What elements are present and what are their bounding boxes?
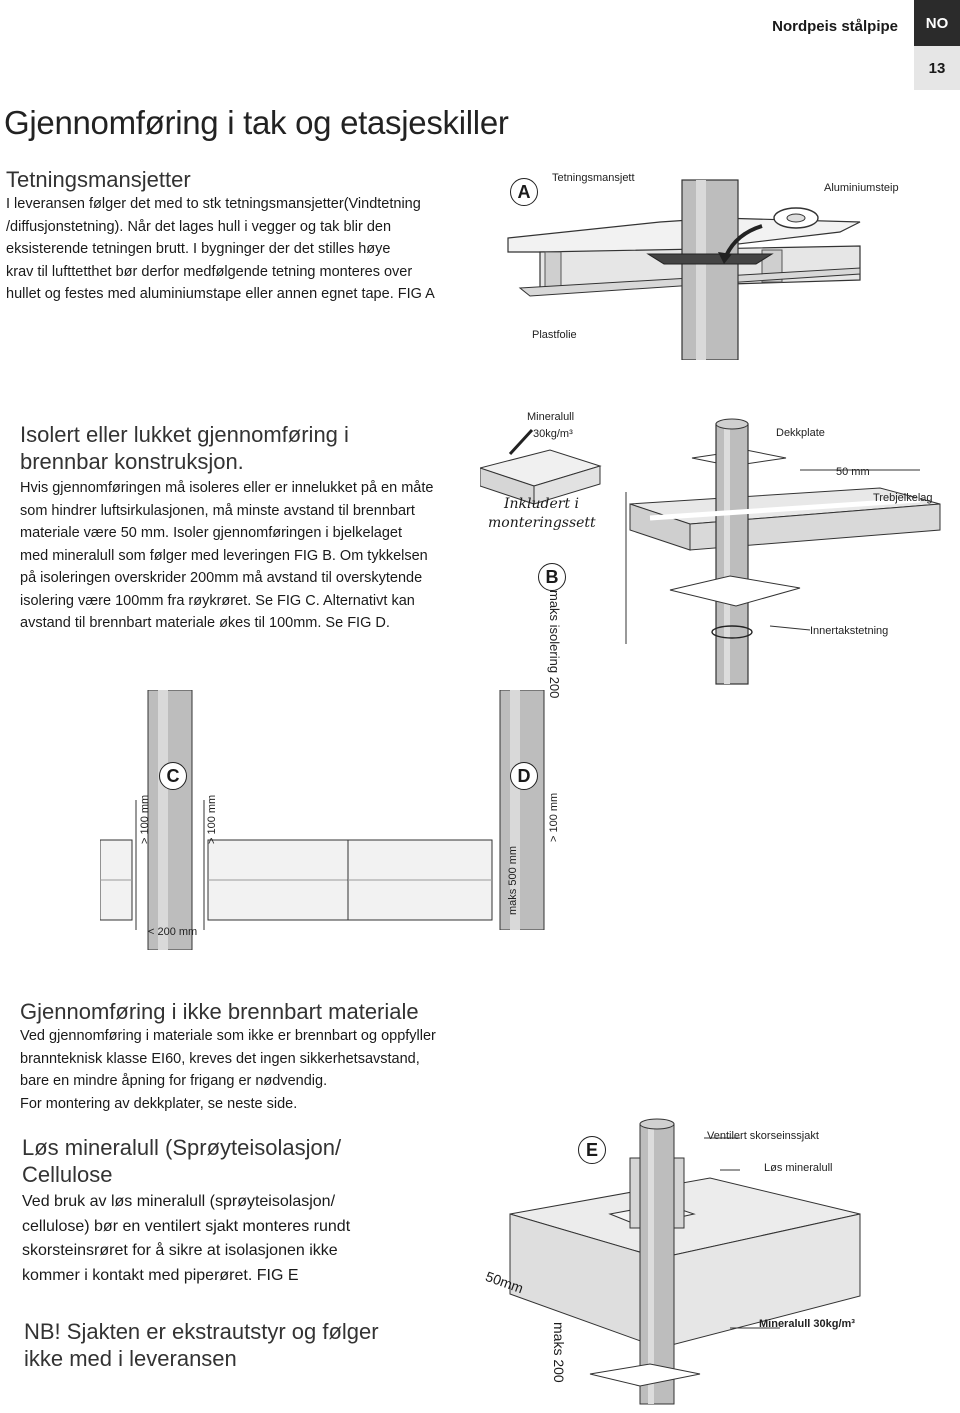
- figure-letter-c: C: [159, 762, 187, 790]
- label-mineralull: Mineralull: [527, 411, 575, 423]
- label-bottom-gap: < 200 mm: [148, 926, 198, 938]
- heading-line: Isolert eller lukket gjennomføring i: [20, 422, 349, 447]
- text-line: materiale være 50 mm. Isoler gjennomføri…: [20, 525, 403, 541]
- figure-letter-d: D: [510, 762, 538, 790]
- label-left-gap: > 100 mm: [139, 794, 151, 844]
- section-heading: Isolert eller lukket gjennomføring i bre…: [20, 421, 470, 475]
- label-plastfolie: Plastfolie: [532, 329, 577, 341]
- heading-line: Cellulose: [22, 1162, 113, 1187]
- text-line: eksisterende tetningen brutt. I bygninge…: [6, 241, 391, 257]
- label-mineralull-30: Mineralull 30kg/m³: [759, 1318, 855, 1330]
- language-badge: NO: [914, 0, 960, 46]
- text-line: bare en mindre åpning for frigang er nød…: [20, 1073, 328, 1089]
- note-extra-equipment: NB! Sjakten er ekstrautstyr og følger ik…: [24, 1318, 444, 1372]
- brand-name: Nordpeis stålpipe: [772, 18, 898, 35]
- section-los-mineralull: Løs mineralull (Sprøyteisolasjon/ Cellul…: [22, 1134, 402, 1288]
- text-line: hullet og festes med aluminiumstape elle…: [6, 286, 435, 302]
- label-trebjelkelag: Trebjelkelag: [873, 492, 933, 504]
- label-mineralull-density: 30kg/m³: [533, 428, 573, 440]
- label-gap-50mm: 50 mm: [836, 466, 870, 478]
- figure-a-illustration: [507, 179, 861, 361]
- paragraph: I leveransen følger det med to stk tetni…: [6, 193, 476, 306]
- figure-a: A Tetningsmansjett Aluminiumsteip Plastf…: [500, 160, 920, 361]
- text-line: For montering av dekkplater, se neste si…: [20, 1095, 298, 1112]
- text-line: med mineralull som følger med leveringen…: [20, 547, 428, 564]
- text-line: som hindrer luftsirkulasjonen, må minste…: [20, 502, 415, 519]
- heading-line: Løs mineralull (Sprøyteisolasjon/: [22, 1135, 342, 1160]
- figure-b: Mineralull 30kg/m³ Inkludert i montering…: [478, 400, 950, 698]
- label-right-gap: > 100 mm: [206, 794, 218, 844]
- label-maks-500: maks 500 mm: [507, 845, 519, 915]
- figure-d: D > 100 mm maks 500 mm: [340, 689, 590, 931]
- figure-d-illustration: [347, 689, 545, 931]
- note-line: NB! Sjakten er ekstrautstyr og følger: [24, 1319, 379, 1344]
- label-gap: > 100 mm: [548, 792, 560, 842]
- figure-c-illustration: [99, 689, 349, 951]
- figure-letter-e: E: [578, 1136, 606, 1164]
- text-line: kommer i kontakt med piperøret. FIG E: [22, 1266, 299, 1284]
- paragraph: Ved bruk av løs mineralull (sprøyteisola…: [22, 1190, 402, 1288]
- label-los-mineralull: Løs mineralull: [764, 1162, 833, 1174]
- section-heading: Løs mineralull (Sprøyteisolasjon/ Cellul…: [22, 1134, 402, 1188]
- text-line: /diffusjonstetning). Når det lages hull …: [6, 218, 392, 235]
- figure-c: C > 100 mm > 100 mm < 200 mm: [99, 689, 360, 951]
- text-line: avstand til brennbart materiale økes til…: [20, 615, 390, 631]
- figure-letter-b: B: [538, 563, 566, 591]
- note-line: ikke med i leveransen: [24, 1346, 237, 1371]
- paragraph: Hvis gjennomføringen må isoleres eller e…: [20, 477, 470, 635]
- heading-line: brennbar konstruksjon.: [20, 449, 244, 474]
- text-line: Hvis gjennomføringen må isoleres eller e…: [20, 480, 434, 496]
- page-number: 13: [914, 46, 960, 90]
- label-innertakstetning: Innertakstetning: [810, 625, 889, 637]
- label-maks-isolering: maks isolering 200: [547, 590, 562, 699]
- page-title: Gjennomføring i tak og etasjeskiller: [4, 104, 509, 141]
- text-line: krav til lufttetthet bør derfor medfølge…: [6, 263, 413, 280]
- figure-e-illustration: [509, 1118, 861, 1405]
- paragraph: Ved gjennomføring i materiale som ikke e…: [20, 1025, 490, 1115]
- figure-letter-a: A: [510, 178, 538, 206]
- section-ikke-brennbart: Gjennomføring i ikke brennbart materiale…: [20, 998, 490, 1115]
- text-line: cellulose) bør en ventilert sjakt monter…: [22, 1217, 351, 1235]
- label-monteringssett: monteringssett: [488, 515, 596, 531]
- section-isolert-gjennomforing: Isolert eller lukket gjennomføring i bre…: [20, 421, 470, 635]
- text-line: brannteknisk klasse EI60, kreves det ing…: [20, 1050, 420, 1067]
- text-line: Ved bruk av løs mineralull (sprøyteisola…: [22, 1193, 336, 1210]
- label-inkludert: Inkludert i: [504, 496, 580, 512]
- label-tetningsmansjett: Tetningsmansjett: [552, 172, 635, 184]
- label-ventilert-sjakt: Ventilert skorseinssjakt: [707, 1130, 819, 1142]
- figure-e: E Ventilert skorseinssjakt Løs mineralul…: [480, 1118, 950, 1408]
- text-line: Ved gjennomføring i materiale som ikke e…: [20, 1028, 436, 1044]
- text-line: I leveransen følger det med to stk tetni…: [6, 196, 421, 212]
- text-line: skorsteinsrøret for å sikre at isolasjon…: [22, 1242, 338, 1259]
- label-dekkplate: Dekkplate: [776, 427, 825, 439]
- text-line: isolering være 100mm fra røykrøret. Se F…: [20, 592, 415, 609]
- figure-b-illustration: [478, 418, 941, 685]
- section-tetningsmansjetter: Tetningsmansjetter I leveransen følger d…: [6, 166, 476, 306]
- label-maks-200: maks 200: [551, 1322, 567, 1383]
- label-aluminiumsteip: Aluminiumsteip: [824, 182, 899, 194]
- section-heading: Tetningsmansjetter: [6, 167, 191, 192]
- text-line: på isoleringen overskrider 200mm må avst…: [20, 570, 423, 586]
- section-heading: Gjennomføring i ikke brennbart materiale: [20, 999, 419, 1024]
